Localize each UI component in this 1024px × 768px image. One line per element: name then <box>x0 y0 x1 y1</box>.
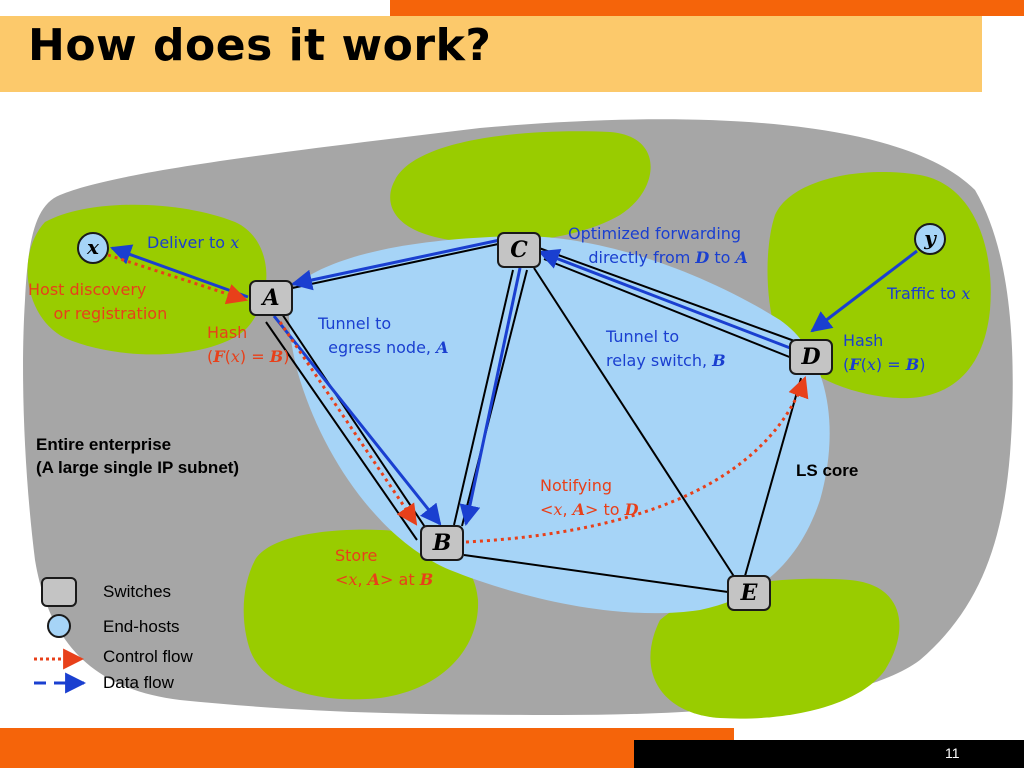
tunnel-egress-label: Tunnel to egress node, A <box>318 314 449 357</box>
legend-end-hosts: End-hosts <box>103 617 180 636</box>
switch-d: D <box>789 339 833 375</box>
title-banner <box>0 16 982 92</box>
enterprise-label: Entire enterprise(A large single IP subn… <box>36 435 240 477</box>
switch-c: C <box>497 232 541 268</box>
host-y: y <box>914 223 946 255</box>
optimized-forwarding-label: Optimized forwarding directly from D to … <box>568 224 748 267</box>
traffic-label: Traffic to x <box>887 284 971 303</box>
bottom-accent-bar <box>0 728 734 768</box>
hash-left-label: Hash(F(x) = B) <box>207 323 290 366</box>
legend-switch-icon <box>41 577 77 607</box>
legend-data-flow: Data flow <box>103 673 174 692</box>
island-top <box>390 131 651 243</box>
switch-b: B <box>420 525 464 561</box>
footer-bar <box>634 740 1024 768</box>
deliver-label: Deliver to x <box>147 233 240 252</box>
switch-a: A <box>249 280 293 316</box>
island-bottom-right <box>650 578 900 719</box>
notifying-label: Notifying<x, A> to D <box>540 476 639 519</box>
ls-core-label: LS core <box>796 461 859 480</box>
core-links <box>265 242 802 593</box>
island-bottom-left <box>243 529 479 700</box>
host-x: x <box>77 232 109 264</box>
legend-end-host-icon <box>47 614 71 638</box>
legend-control-flow: Control flow <box>103 647 193 666</box>
host-discovery-label: Host discovery or registration <box>28 280 168 323</box>
switch-e: E <box>727 575 771 611</box>
page-number: 11 <box>945 745 960 761</box>
store-label: Store<x, A> at B <box>335 546 434 589</box>
slide-title: How does it work? <box>28 20 492 71</box>
hash-right-label: Hash(F(x) = B) <box>843 331 926 374</box>
legend-switches: Switches <box>103 582 172 601</box>
control-flows <box>107 253 809 544</box>
top-accent-bar <box>390 0 1024 16</box>
